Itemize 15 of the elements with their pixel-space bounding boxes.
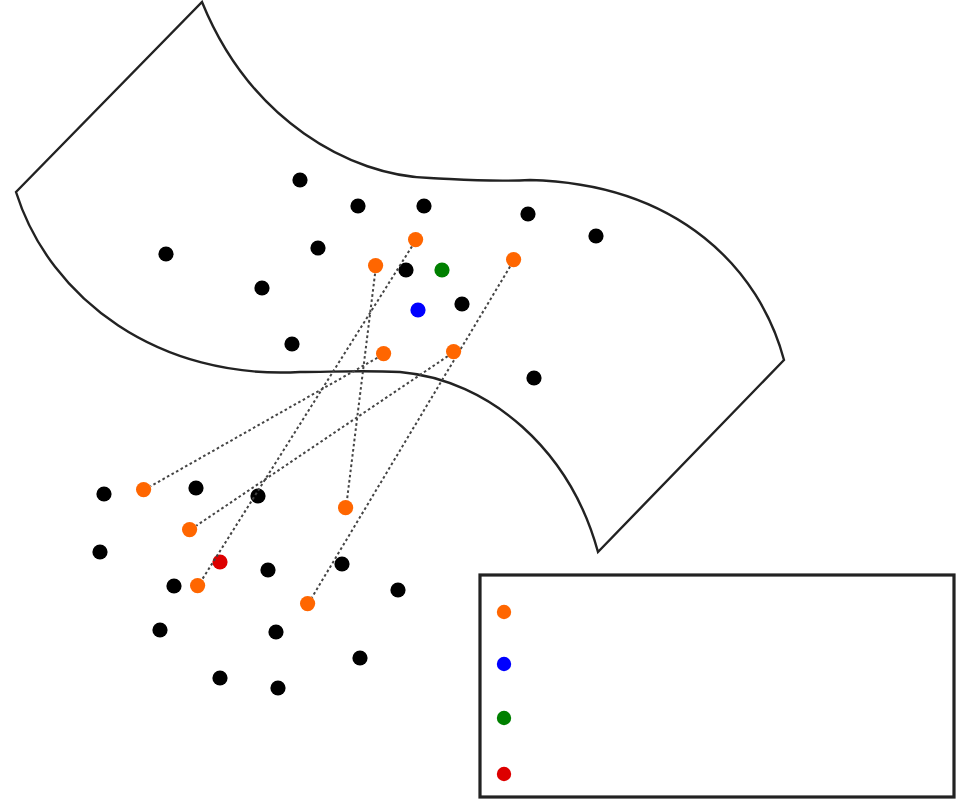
data-point-icon [190,578,206,594]
dotted-connector [195,355,449,527]
data-point-icon [136,482,152,498]
data-point-icon [376,346,392,362]
data-point-icon [408,232,424,248]
dotted-connector [201,245,413,581]
data-point-icon [300,596,316,612]
data-point-icon [368,258,384,274]
data-point-icon [338,500,354,516]
dotted-connector [149,356,379,488]
data-point-icon [182,522,198,538]
dotted-connector [345,272,377,502]
dotted-connector [310,265,512,599]
data-point-icon [506,252,522,268]
data-point-icon [446,344,462,360]
